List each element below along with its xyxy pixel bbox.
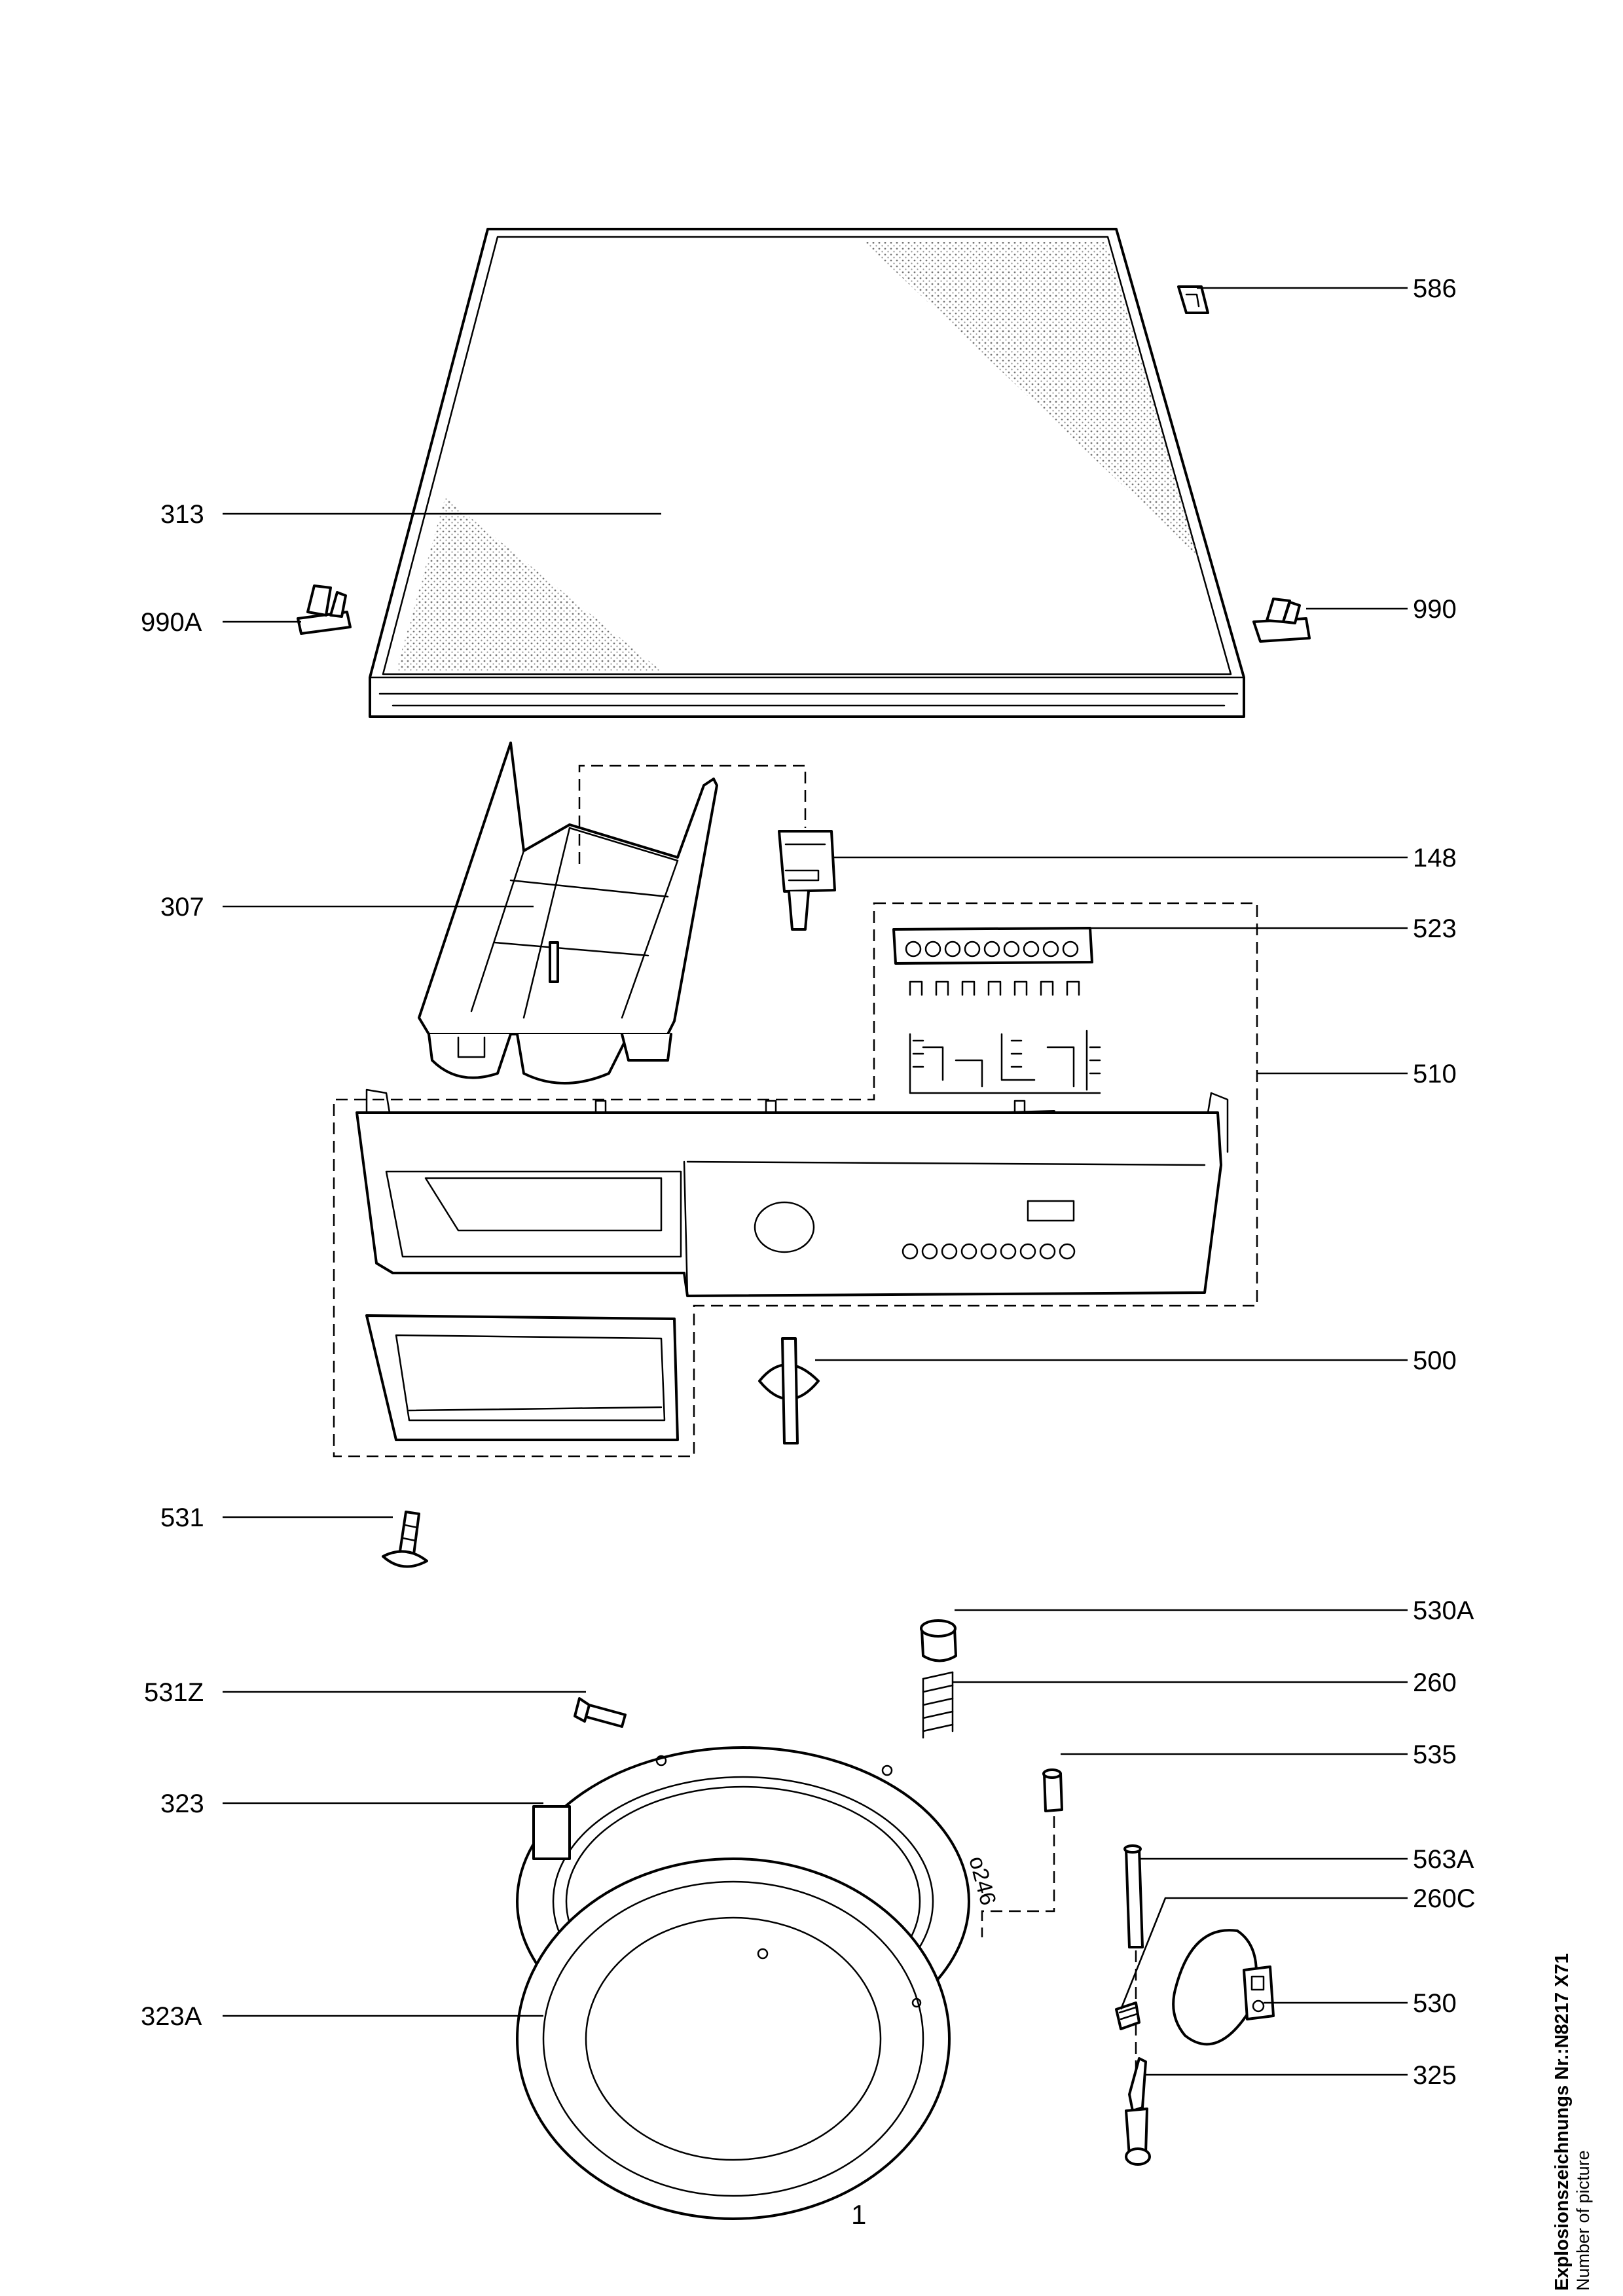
control-panel-dashed-frame xyxy=(333,902,1258,1458)
callout-586: 586 xyxy=(1413,274,1457,303)
program-knob-500-part xyxy=(758,1337,820,1444)
callout-563a: 563A xyxy=(1413,1845,1474,1874)
clip-586-part xyxy=(1177,285,1209,314)
callout-500: 500 xyxy=(1413,1346,1457,1375)
hinge-990a-part xyxy=(297,584,352,635)
callout-325: 325 xyxy=(1413,2061,1457,2090)
callout-535: 535 xyxy=(1413,1740,1457,1769)
callout-531: 531 xyxy=(160,1503,204,1532)
screw-531z-part xyxy=(574,1697,627,1728)
top-cover-part xyxy=(369,228,1245,718)
page-number: 1 xyxy=(851,2199,867,2230)
callout-530a: 530A xyxy=(1413,1596,1474,1625)
button-bar-523-part xyxy=(892,927,1093,996)
explosion-number-label: Explosionszeichnungs Nr.:N8217 X71 xyxy=(1552,1953,1573,2291)
callout-307: 307 xyxy=(160,893,204,922)
callout-260: 260 xyxy=(1413,1668,1457,1697)
callout-323: 323 xyxy=(160,1789,204,1818)
front-panel-fascia-part xyxy=(356,1088,1229,1297)
side-caption: Explosionszeichnungs Nr.:N8217 X71 Numbe… xyxy=(1552,1833,1594,2291)
rod-563a-part xyxy=(1123,1844,1144,1948)
callout-990a: 990A xyxy=(141,608,202,637)
hook-325-part xyxy=(1125,2057,1151,2166)
callout-990: 990 xyxy=(1413,595,1457,624)
sleeve-530a-part xyxy=(920,1619,957,1662)
detergent-drawer-part xyxy=(418,742,718,1085)
callout-313: 313 xyxy=(160,500,204,529)
callout-523: 523 xyxy=(1413,914,1457,943)
module-148-part xyxy=(778,830,836,931)
callout-323a: 323A xyxy=(141,2002,202,2031)
callout-510: 510 xyxy=(1413,1060,1457,1088)
leader-260c xyxy=(1120,1897,1408,2010)
drawer-front-part xyxy=(365,1314,679,1441)
callout-148: 148 xyxy=(1413,844,1457,872)
callout-530: 530 xyxy=(1413,1989,1457,2018)
spring-260-part xyxy=(922,1671,954,1739)
spring-260c-part xyxy=(1115,2001,1140,2030)
door-handle-530-part xyxy=(1172,1929,1275,2046)
door-ring-323a-part xyxy=(516,1857,951,2220)
drawer-assembly-dashed-frame xyxy=(578,764,807,864)
hinge-pin-dashed-link xyxy=(981,1816,1055,1937)
callout-531z: 531Z xyxy=(144,1678,204,1707)
hinge-990-part xyxy=(1252,598,1311,643)
picture-number-label: Number of picture xyxy=(1573,2150,1593,2291)
pin-535-part xyxy=(1042,1768,1063,1812)
screw-531-part xyxy=(382,1511,428,1568)
callout-260c: 260C xyxy=(1413,1884,1476,1913)
